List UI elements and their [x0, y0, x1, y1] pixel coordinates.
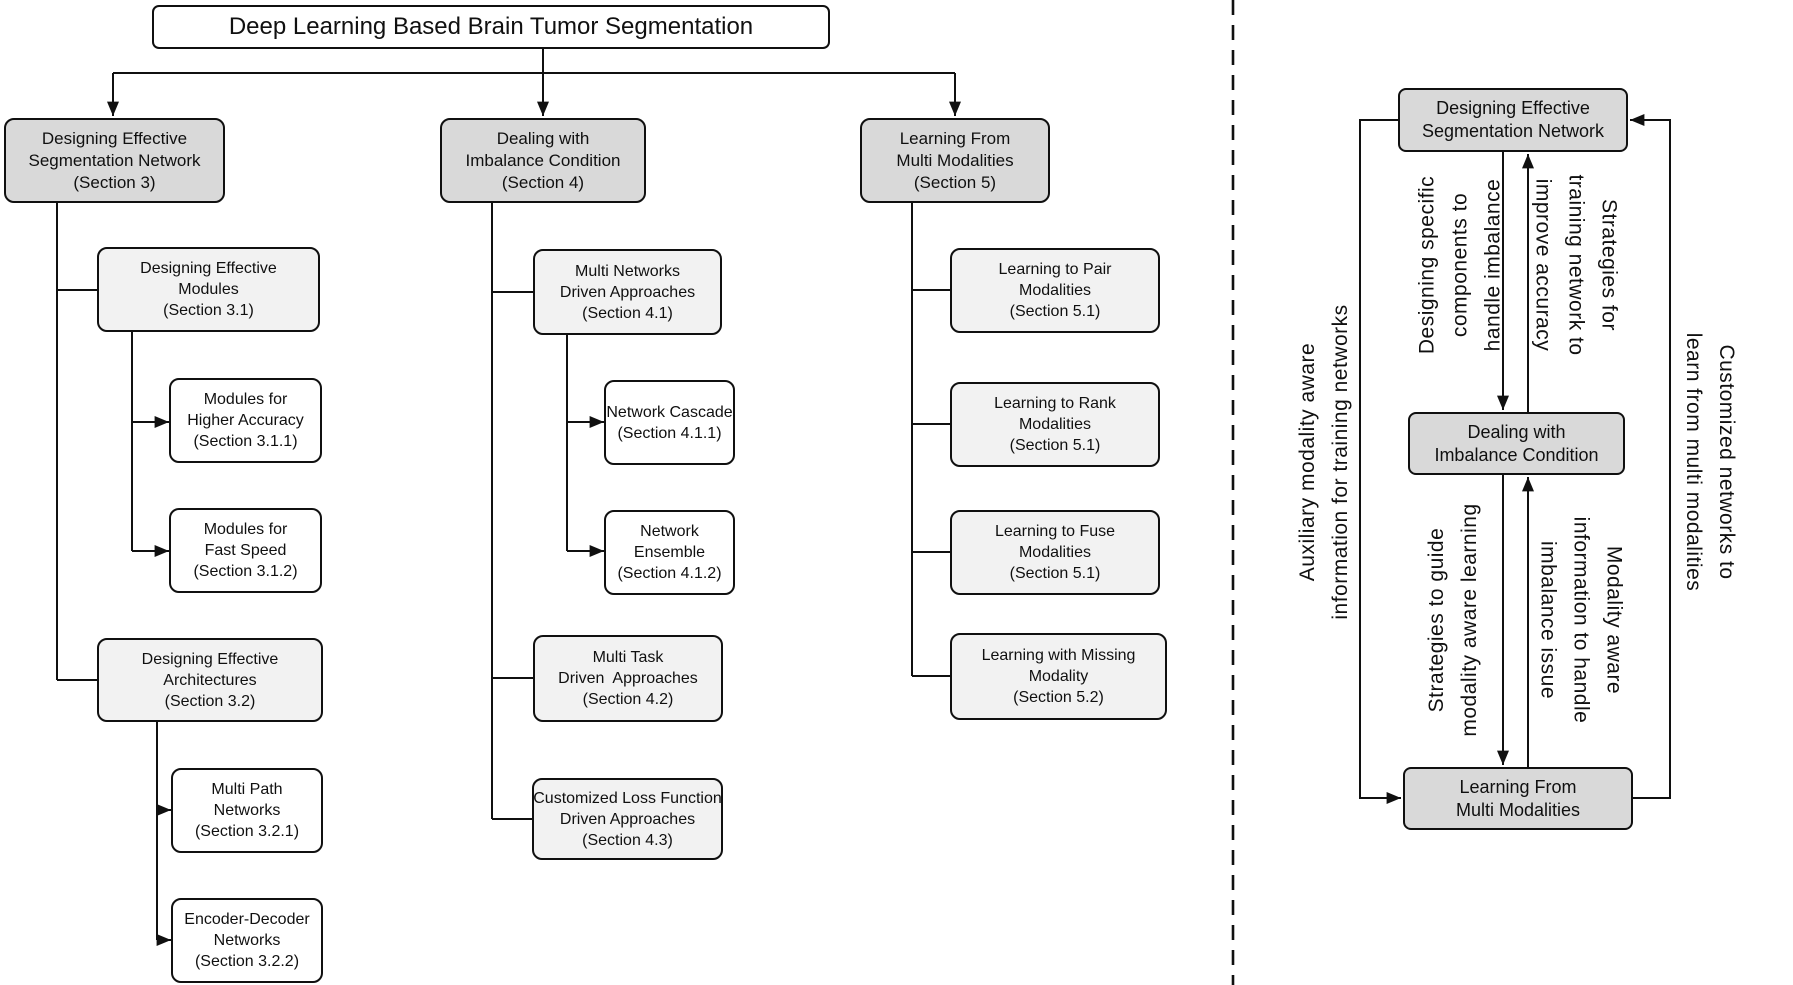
- section312-box: Modules for Fast Speed (Section 3.1.2): [169, 508, 322, 593]
- section51-box: Learning to Pair Modalities (Section 5.1…: [950, 248, 1160, 333]
- section321-box: Multi Path Networks (Section 3.2.1): [171, 768, 323, 853]
- edge-label-strategies-guide: Strategies to guide modality aware learn…: [1425, 503, 1481, 737]
- edge-label-designing-components: Designing specific components to handle …: [1415, 175, 1505, 355]
- section53-box: Learning to Fuse Modalities (Section 5.1…: [950, 510, 1160, 595]
- edge-label-auxiliary-modality: Auxiliary modality aware information for…: [1296, 304, 1352, 620]
- edge-label-customized-networks: Customized networks to learn from multi …: [1682, 332, 1738, 592]
- edge-label-modality-info: Modality aware information to handle imb…: [1536, 516, 1626, 724]
- branch-section3-box: Designing Effective Segmentation Network…: [4, 118, 225, 203]
- section42-box: Multi Task Driven Approaches (Section 4.…: [533, 635, 723, 722]
- cycle-connectors: [1359, 114, 1671, 804]
- root-title-box: Deep Learning Based Brain Tumor Segmenta…: [152, 5, 830, 49]
- cycle-imbalance-box: Dealing with Imbalance Condition: [1408, 412, 1625, 475]
- cycle-multimodal-box: Learning From Multi Modalities: [1403, 767, 1633, 830]
- section41-box: Multi Networks Driven Approaches (Sectio…: [533, 249, 722, 335]
- branch-section5-box: Learning From Multi Modalities (Section …: [860, 118, 1050, 203]
- section43-box: Customized Loss Function Driven Approach…: [532, 778, 723, 860]
- section32-box: Designing Effective Architectures (Secti…: [97, 638, 323, 722]
- branch-section4-box: Dealing with Imbalance Condition (Sectio…: [440, 118, 646, 203]
- section54-box: Learning with Missing Modality (Section …: [950, 633, 1167, 720]
- tree-connectors: [56, 49, 961, 946]
- section52-box: Learning to Rank Modalities (Section 5.1…: [950, 382, 1160, 467]
- section412-box: Network Ensemble (Section 4.1.2): [604, 510, 735, 595]
- section322-box: Encoder-Decoder Networks (Section 3.2.2): [171, 898, 323, 983]
- cycle-design-box: Designing Effective Segmentation Network: [1398, 88, 1628, 152]
- section411-box: Network Cascade (Section 4.1.1): [604, 380, 735, 465]
- section31-box: Designing Effective Modules (Section 3.1…: [97, 247, 320, 332]
- section311-box: Modules for Higher Accuracy (Section 3.1…: [169, 378, 322, 463]
- edge-label-strategies-accuracy: Strategies for training network to impro…: [1531, 174, 1621, 356]
